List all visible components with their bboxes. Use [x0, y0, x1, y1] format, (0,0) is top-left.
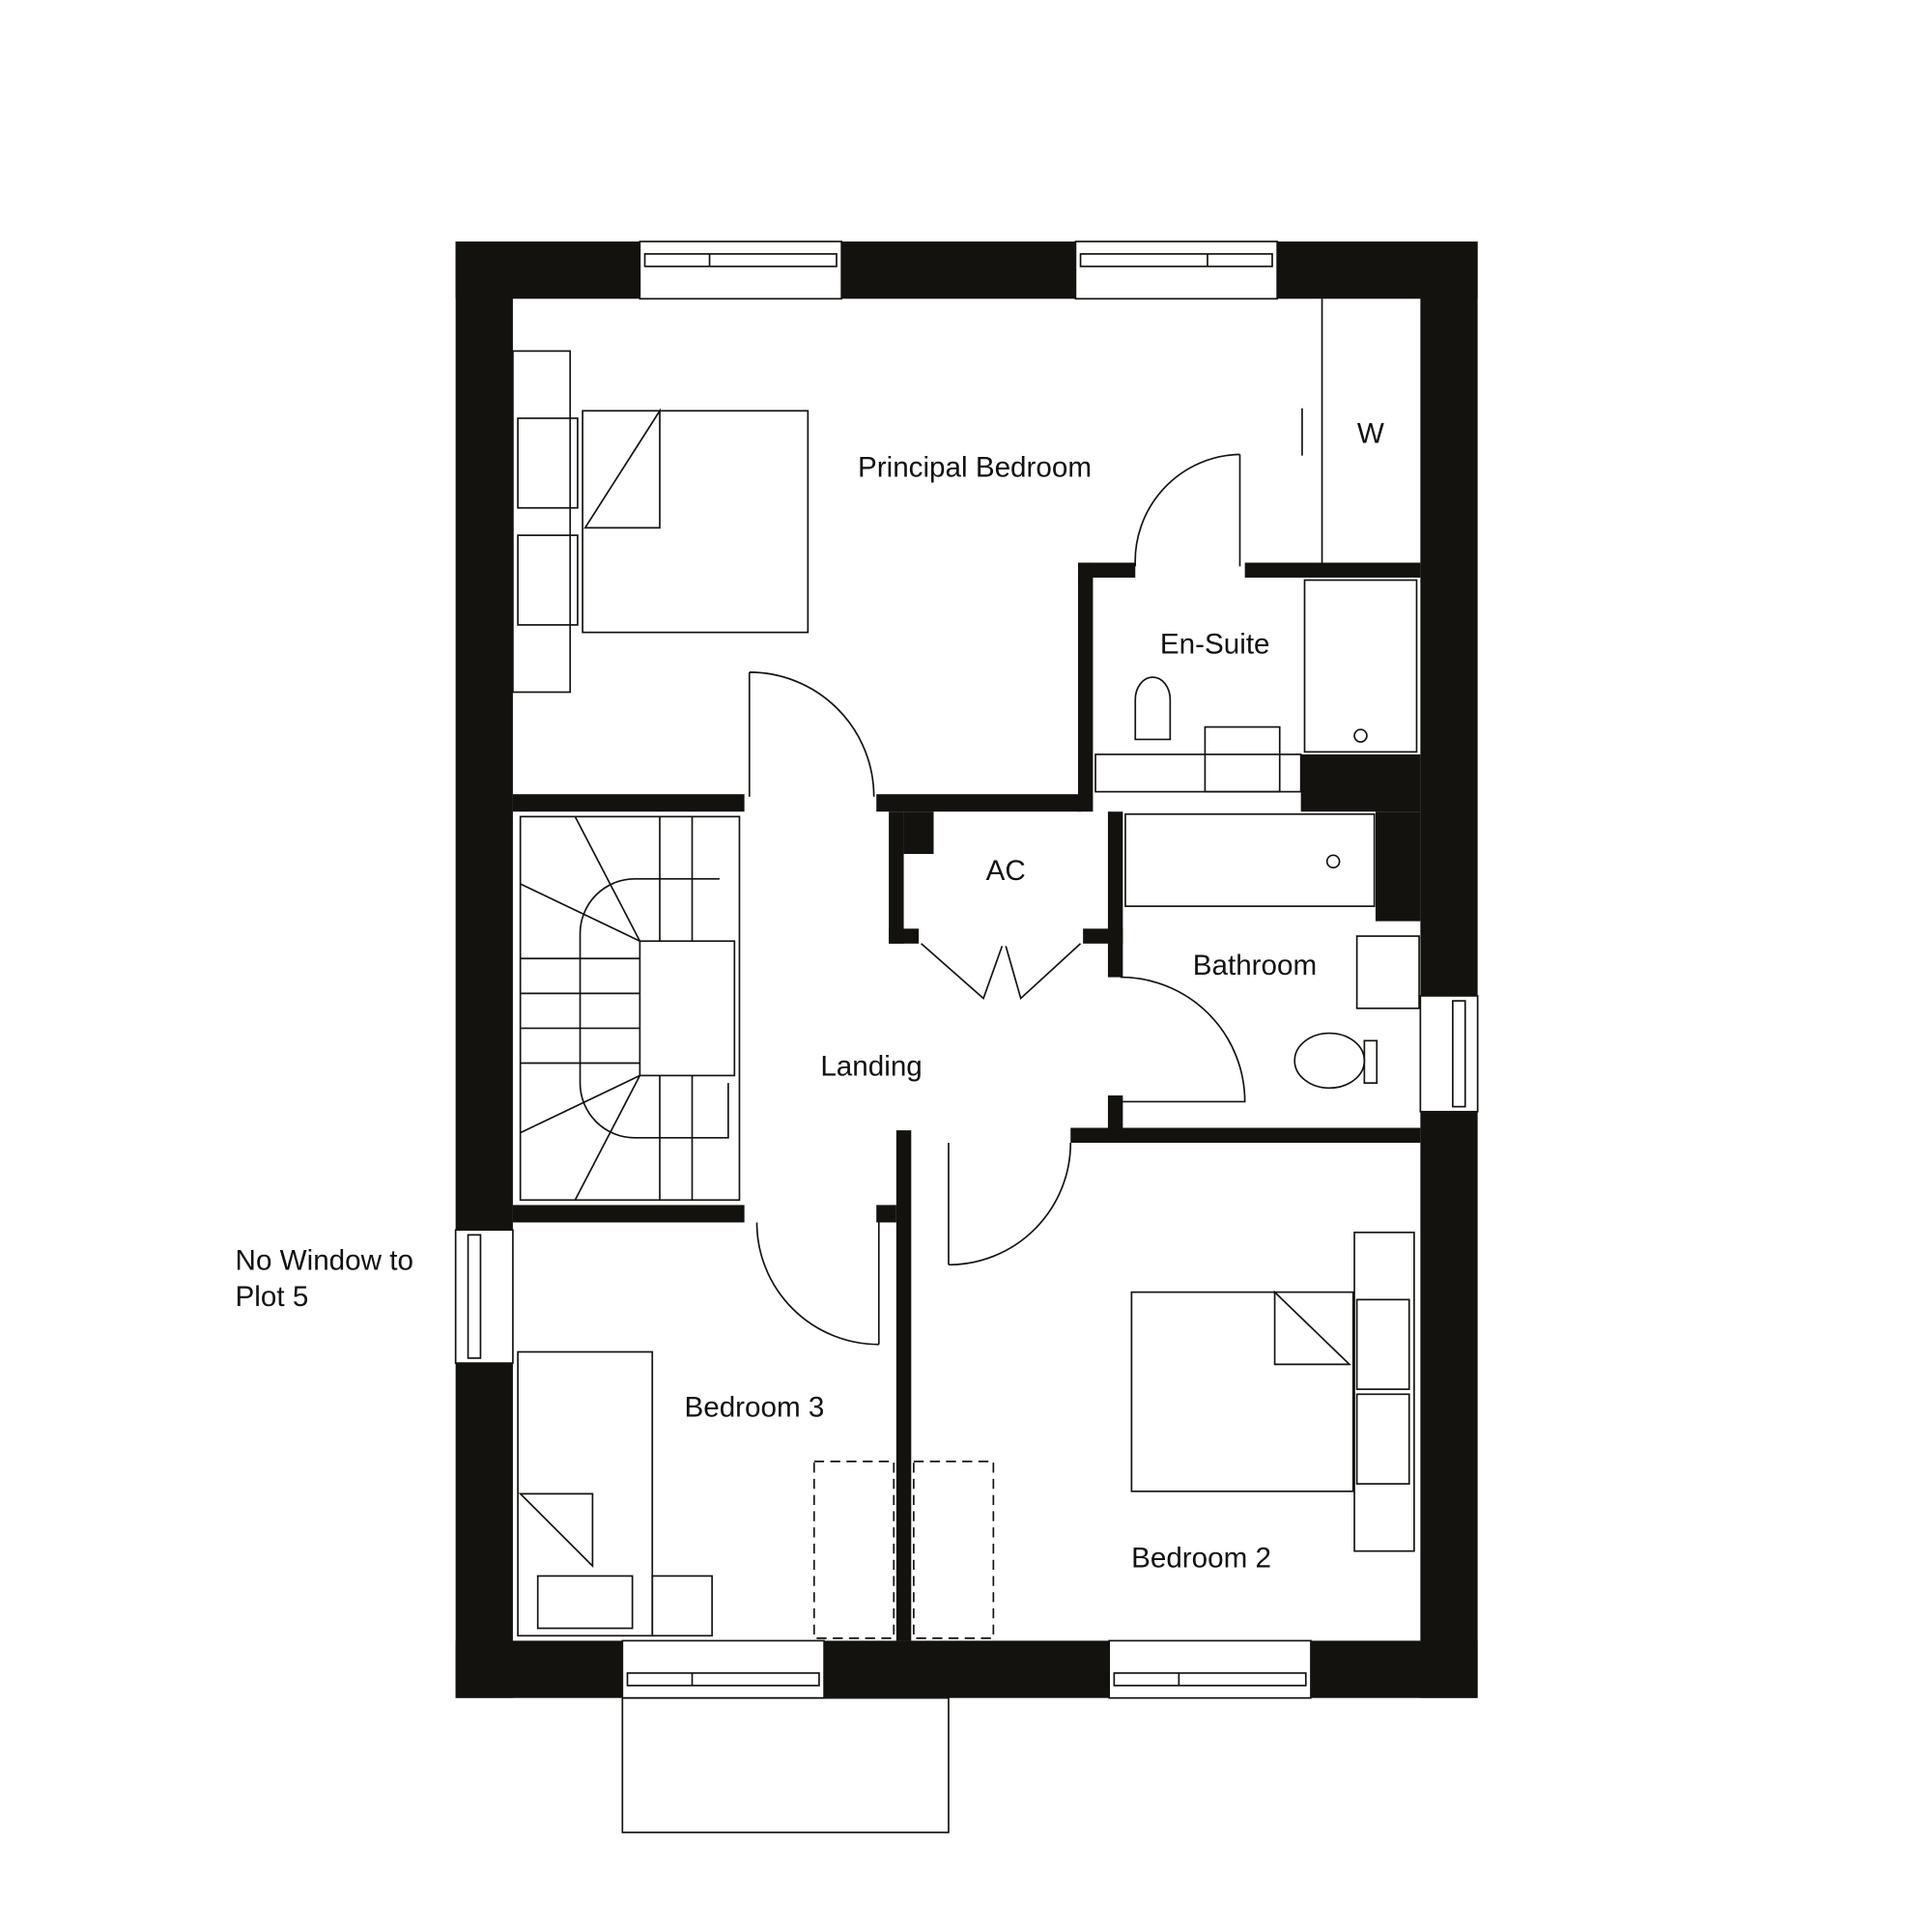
- furniture: [512, 350, 1420, 1639]
- internal-walls: [512, 562, 1421, 1641]
- note-line-2: Plot 5: [236, 1281, 309, 1313]
- room-label-bedroom-2: Bedroom 2: [1131, 1542, 1271, 1574]
- labels: Principal Bedroom W En-Suite AC Bathroom…: [236, 418, 1384, 1575]
- windows: [454, 241, 1479, 1833]
- room-label-landing: Landing: [820, 1050, 922, 1082]
- room-label-bathroom: Bathroom: [1193, 950, 1317, 981]
- doors: [748, 298, 1323, 1346]
- stairs: [519, 815, 741, 1202]
- room-label-bedroom-3: Bedroom 3: [684, 1391, 824, 1423]
- room-label-principal-bedroom: Principal Bedroom: [858, 452, 1092, 484]
- room-label-ac: AC: [986, 855, 1026, 887]
- room-label-wardrobe: W: [1357, 418, 1384, 450]
- porch-canopy: [621, 1696, 950, 1833]
- room-label-en-suite: En-Suite: [1160, 629, 1270, 661]
- note-line-1: No Window to: [236, 1244, 413, 1276]
